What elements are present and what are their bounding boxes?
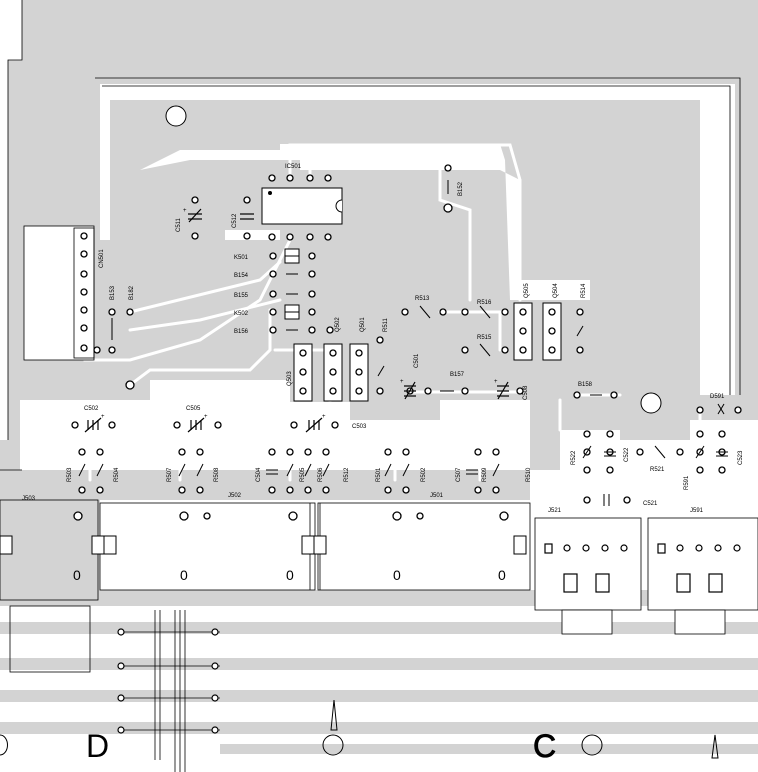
j521-label: J521 <box>548 508 562 514</box>
relay-block: K501 B154 B155 K502 B156 <box>234 248 316 335</box>
c501-label: C501 <box>414 353 420 368</box>
b152-label: B152 <box>458 181 464 196</box>
isolations <box>20 84 735 410</box>
svg-text:+: + <box>204 414 208 420</box>
r511-label: R511 <box>383 317 389 332</box>
input-caps: + + + C502 C505 C503 <box>71 406 367 433</box>
right-transistors: R513 R516 R515 Q505 Q504 R514 <box>401 283 587 361</box>
svg-text:+: + <box>400 379 404 385</box>
k501-label: K501 <box>234 255 249 261</box>
rca-jacks: J503 J502 J501 0 0 0 0 0 <box>0 493 531 601</box>
b155-label: B155 <box>234 293 249 299</box>
q503-label: Q503 <box>287 371 293 386</box>
c503-label: C503 <box>352 424 367 430</box>
c511-c512: + C511 C512 <box>176 196 254 240</box>
jack-mark-4: 0 <box>393 567 401 583</box>
svg-text:+: + <box>101 414 105 420</box>
c511-label: C511 <box>176 217 182 232</box>
jack-mark-3: 0 <box>286 567 294 583</box>
bus-bands <box>0 622 758 754</box>
r501-label: R501 <box>376 467 382 482</box>
r515-label: R515 <box>477 335 492 341</box>
c504-label: C504 <box>256 467 262 482</box>
r516-label: R516 <box>477 300 492 306</box>
r504-label: R504 <box>114 467 120 482</box>
svg-text:+: + <box>494 379 498 385</box>
q505-label: Q505 <box>524 283 530 298</box>
b158-label: B158 <box>578 382 593 388</box>
c502-label: C502 <box>84 406 99 412</box>
q501-label: Q501 <box>360 317 366 332</box>
b156-label: B156 <box>234 329 249 335</box>
r508-label: R508 <box>214 467 220 482</box>
j591-label: J591 <box>690 508 704 514</box>
cn501-connector: CN501 <box>23 225 105 361</box>
resistor-rows: R503 R504 R507 R508 C504 R505 R506 R512 … <box>67 448 532 494</box>
j503-label: J503 <box>22 496 36 502</box>
jack-mark-2: 0 <box>180 567 188 583</box>
r502-label: R502 <box>421 467 427 482</box>
bus-outlines <box>9 605 220 772</box>
c507-label: C507 <box>456 467 462 482</box>
right-components: B158 D591 R522 C522 R521 C523 R591 C521 <box>571 382 744 507</box>
bus-pads <box>117 628 219 734</box>
c522-label: C522 <box>624 447 630 462</box>
b154-label: B154 <box>234 273 249 279</box>
b153-b182: B153 B182 <box>93 285 135 390</box>
b153-label: B153 <box>110 285 116 300</box>
q502-label: Q502 <box>335 317 341 332</box>
jack-mark-1: 0 <box>73 567 81 583</box>
r507-label: R507 <box>167 467 173 482</box>
r591-label: R591 <box>684 475 690 490</box>
j502-label: J502 <box>228 493 242 499</box>
plane-outlines <box>0 0 741 471</box>
ic501: IC501 <box>261 164 343 241</box>
c512-label: C512 <box>232 213 238 228</box>
transistors-center: Q503 Q502 Q501 R511 C501 + <box>287 317 432 402</box>
bottom-mark-d: D <box>86 728 109 764</box>
r522-label: R522 <box>571 450 577 465</box>
ic501-label: IC501 <box>285 164 302 170</box>
svg-text:+: + <box>322 414 326 420</box>
c505-label: C505 <box>186 406 201 412</box>
r505-label: R505 <box>300 467 306 482</box>
r521-label: R521 <box>650 467 665 473</box>
r512-label: R512 <box>344 467 350 482</box>
din-jacks: J521 J591 <box>534 508 758 635</box>
r513-label: R513 <box>415 296 430 302</box>
r514-label: R514 <box>581 283 587 298</box>
r510-label: R510 <box>526 467 532 482</box>
b152: B152 <box>443 164 464 213</box>
d591-label: D591 <box>710 394 725 400</box>
b157-label: B157 <box>450 372 465 378</box>
r506-label: R506 <box>318 467 324 482</box>
bottom-marks <box>0 699 719 759</box>
c523-label: C523 <box>738 450 744 465</box>
k502-label: K502 <box>234 311 249 317</box>
c508-label: C508 <box>523 385 529 400</box>
b157-c508: + B157 C508 <box>440 372 529 400</box>
c521-label: C521 <box>643 501 658 507</box>
q504-label: Q504 <box>553 283 559 298</box>
bottom-mark-c: C <box>533 728 556 764</box>
jack-mark-5: 0 <box>498 567 506 583</box>
svg-text:+: + <box>183 208 187 214</box>
cn501-label: CN501 <box>99 249 105 268</box>
j501-label: J501 <box>430 493 444 499</box>
b182-label: B182 <box>129 285 135 300</box>
r509-label: R509 <box>482 467 488 482</box>
r503-label: R503 <box>67 467 73 482</box>
